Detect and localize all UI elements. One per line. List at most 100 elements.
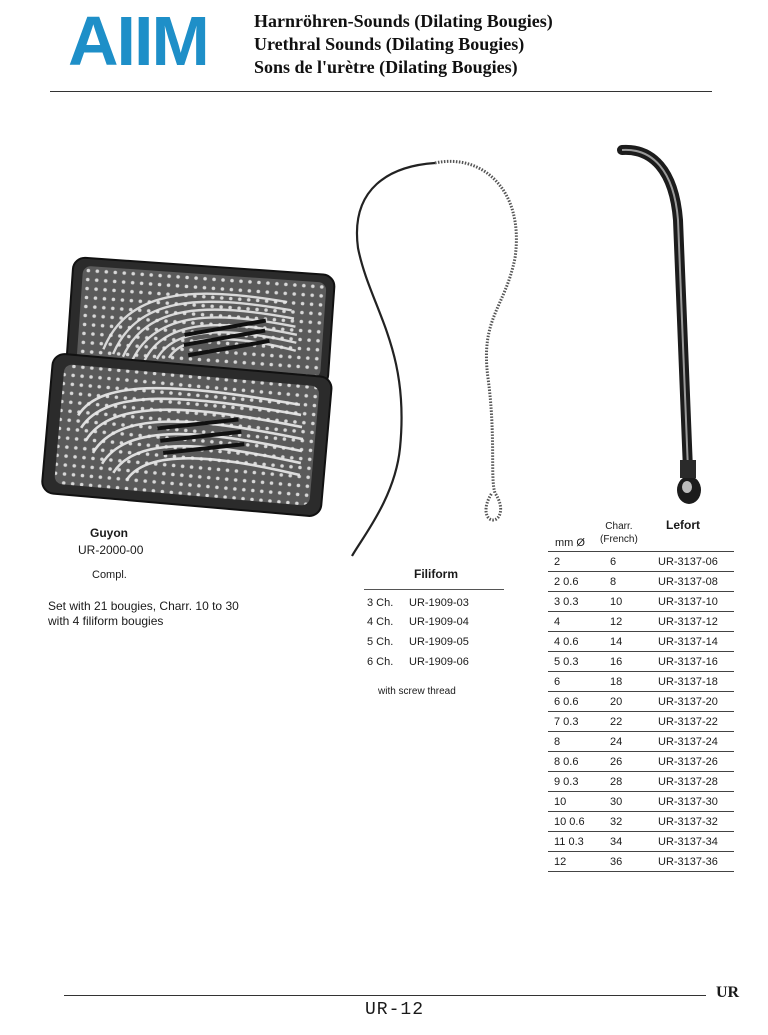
lefort-charr: 26 <box>610 756 623 768</box>
lefort-mm: 10 <box>554 796 567 808</box>
lefort-charr: 8 <box>610 576 617 588</box>
lefort-bougie-image <box>617 144 701 504</box>
lefort-code: UR-3137-16 <box>658 656 718 668</box>
table-row: 12 36 UR-3137-36 <box>548 852 734 872</box>
footer-divider <box>64 995 706 996</box>
lefort-code: UR-3137-12 <box>658 616 718 628</box>
lefort-charr: 30 <box>610 796 623 808</box>
guyon-name: Guyon <box>90 526 128 540</box>
filiform-note: with screw thread <box>378 686 456 697</box>
lefort-charr: 28 <box>610 776 623 788</box>
lefort-code: UR-3137-18 <box>658 676 718 688</box>
lefort-divider <box>548 551 734 552</box>
lefort-mm: 6 <box>554 676 561 688</box>
lefort-charr: 14 <box>610 636 623 648</box>
lefort-charr: 22 <box>610 716 623 728</box>
table-row: 6 Ch. UR-1909-06 <box>367 656 507 668</box>
guyon-note: Compl. <box>92 569 127 581</box>
lefort-mm: 11 0.3 <box>554 836 584 848</box>
lefort-charr: 20 <box>610 696 623 708</box>
lefort-charr: 6 <box>610 556 617 568</box>
table-row: 8 0.6 26 UR-3137-26 <box>548 752 734 772</box>
filiform-code: UR-1909-06 <box>409 656 469 668</box>
table-row: 2 0.6 8 UR-3137-08 <box>548 572 734 592</box>
table-row: 10 30 UR-3137-30 <box>548 792 734 812</box>
guyon-desc-line: Set with 21 bougies, Charr. 10 to 30 <box>48 599 239 613</box>
lefort-mm: 2 <box>554 556 561 568</box>
lefort-charr: 34 <box>610 836 623 848</box>
filiform-size: 6 Ch. <box>367 656 394 668</box>
lefort-charr: 10 <box>610 596 623 608</box>
lefort-charr: 16 <box>610 656 623 668</box>
lefort-code: UR-3137-20 <box>658 696 718 708</box>
lefort-mm: 4 0.6 <box>554 636 579 648</box>
lefort-charr: 36 <box>610 856 623 868</box>
filiform-code: UR-1909-04 <box>409 616 469 628</box>
section-tag: UR <box>716 984 740 1001</box>
lefort-mm: 3 0.3 <box>554 596 579 608</box>
filiform-size: 3 Ch. <box>367 597 394 609</box>
lefort-mm: 8 <box>554 736 561 748</box>
table-row: 5 0.3 16 UR-3137-16 <box>548 652 734 672</box>
lefort-code: UR-3137-08 <box>658 576 718 588</box>
lefort-code: UR-3137-36 <box>658 856 718 868</box>
title-french: Sons de l'urètre (Dilating Bougies) <box>254 57 518 77</box>
table-row: 6 18 UR-3137-18 <box>548 672 734 692</box>
lefort-code: UR-3137-30 <box>658 796 718 808</box>
lefort-code: UR-3137-14 <box>658 636 718 648</box>
lefort-mm: 9 0.3 <box>554 776 579 788</box>
guyon-description: Set with 21 bougies, Charr. 10 to 30 wit… <box>48 599 239 629</box>
lefort-code: UR-3137-22 <box>658 716 718 728</box>
lefort-mm: 10 0.6 <box>554 816 585 828</box>
lefort-code: UR-3137-06 <box>658 556 718 568</box>
lefort-code: UR-3137-10 <box>658 596 718 608</box>
table-row: 2 6 UR-3137-06 <box>548 552 734 572</box>
lefort-mm: 7 0.3 <box>554 716 579 728</box>
guyon-set-image <box>41 256 336 517</box>
table-row: 11 0.3 34 UR-3137-34 <box>548 832 734 852</box>
filiform-title: Filiform <box>414 567 458 581</box>
table-row: 4 12 UR-3137-12 <box>548 612 734 632</box>
filiform-size: 4 Ch. <box>367 616 394 628</box>
lefort-code: UR-3137-28 <box>658 776 718 788</box>
title-german: Harnröhren-Sounds (Dilating Bougies) <box>254 11 553 31</box>
table-row: 7 0.3 22 UR-3137-22 <box>548 712 734 732</box>
header-divider <box>50 91 712 92</box>
filiform-bougie-image <box>351 159 518 557</box>
table-row: 5 Ch. UR-1909-05 <box>367 636 507 648</box>
lefort-header-line: (French) <box>600 534 638 545</box>
lefort-charr: 32 <box>610 816 623 828</box>
lefort-code: UR-3137-34 <box>658 836 718 848</box>
lefort-charr: 24 <box>610 736 623 748</box>
table-row: 3 Ch. UR-1909-03 <box>367 597 507 609</box>
lefort-code: UR-3137-24 <box>658 736 718 748</box>
lefort-code: UR-3137-26 <box>658 756 718 768</box>
table-row: 4 0.6 14 UR-3137-14 <box>548 632 734 652</box>
filiform-code: UR-1909-05 <box>409 636 469 648</box>
table-row: 3 0.3 10 UR-3137-10 <box>548 592 734 612</box>
lefort-mm: 4 <box>554 616 561 628</box>
lefort-header-mm: mm Ø <box>555 537 585 549</box>
filiform-size: 5 Ch. <box>367 636 394 648</box>
lefort-header-line: Charr. <box>605 521 633 532</box>
lefort-header-charr: Charr. (French) <box>600 520 638 546</box>
lefort-mm: 5 0.3 <box>554 656 579 668</box>
table-row: 9 0.3 28 UR-3137-28 <box>548 772 734 792</box>
table-row: 6 0.6 20 UR-3137-20 <box>548 692 734 712</box>
filiform-code: UR-1909-03 <box>409 597 469 609</box>
table-row: 4 Ch. UR-1909-04 <box>367 616 507 628</box>
lefort-charr: 12 <box>610 616 623 628</box>
lefort-charr: 18 <box>610 676 623 688</box>
guyon-desc-line: with 4 filiform bougies <box>48 614 164 628</box>
company-logo: AIIM <box>68 2 210 80</box>
lefort-title: Lefort <box>666 518 700 532</box>
lefort-mm: 8 0.6 <box>554 756 579 768</box>
table-row: 8 24 UR-3137-24 <box>548 732 734 752</box>
title-english: Urethral Sounds (Dilating Bougies) <box>254 34 525 54</box>
page-number: UR-12 <box>365 1000 425 1020</box>
lefort-mm: 6 0.6 <box>554 696 579 708</box>
page-titles: Harnröhren-Sounds (Dilating Bougies) Ure… <box>254 10 553 79</box>
lefort-mm: 2 0.6 <box>554 576 579 588</box>
lefort-mm: 12 <box>554 856 567 868</box>
